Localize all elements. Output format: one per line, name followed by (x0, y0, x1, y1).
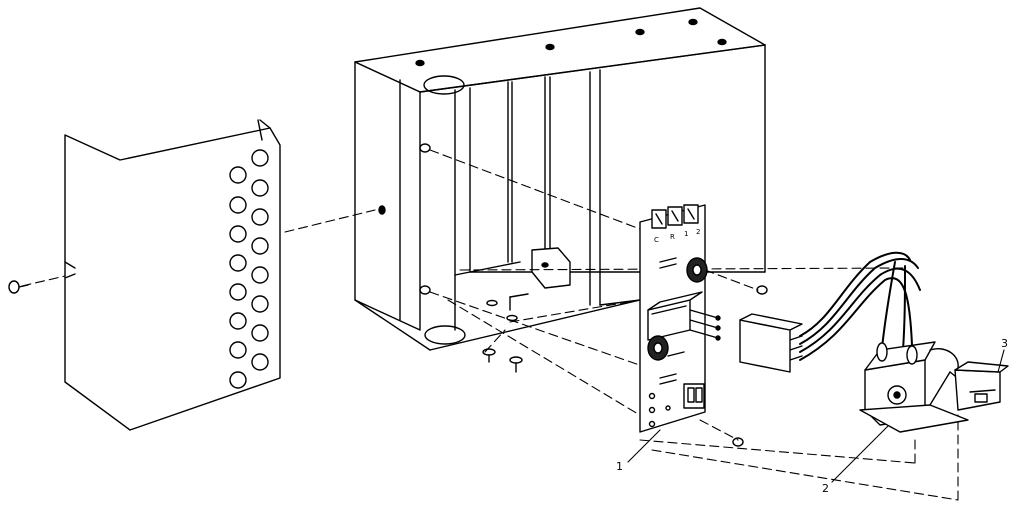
callout-3-label: 3 (1001, 337, 1008, 350)
terminal-label-c: C (654, 236, 659, 244)
cover-panel (8, 119, 281, 431)
callout-1: 1 (616, 429, 661, 473)
relay (647, 291, 703, 341)
link-wire (929, 348, 959, 369)
alignment-lines (21, 149, 959, 501)
wire-connector (739, 313, 803, 373)
control-board: C R 1 2 (639, 204, 721, 433)
wire-harness (799, 251, 921, 361)
terminal-label-2: 2 (696, 228, 700, 236)
relay-pins (689, 309, 721, 341)
terminal-block-3 (954, 361, 1009, 411)
callout-1-label: 1 (616, 460, 623, 473)
terminal-label-r: R (670, 233, 675, 241)
callout-2: 2 (822, 425, 889, 495)
callout-3: 3 (997, 337, 1008, 373)
relay-assembly (859, 341, 969, 433)
coil-bottom (647, 335, 669, 361)
vent-holes (229, 149, 269, 389)
housing-box (354, 7, 766, 351)
callout-2-label: 2 (822, 482, 829, 495)
coil-top (686, 257, 708, 283)
cover-screw (8, 280, 29, 294)
terminal-label-1: 1 (684, 230, 688, 238)
mounting-screws (482, 285, 768, 447)
